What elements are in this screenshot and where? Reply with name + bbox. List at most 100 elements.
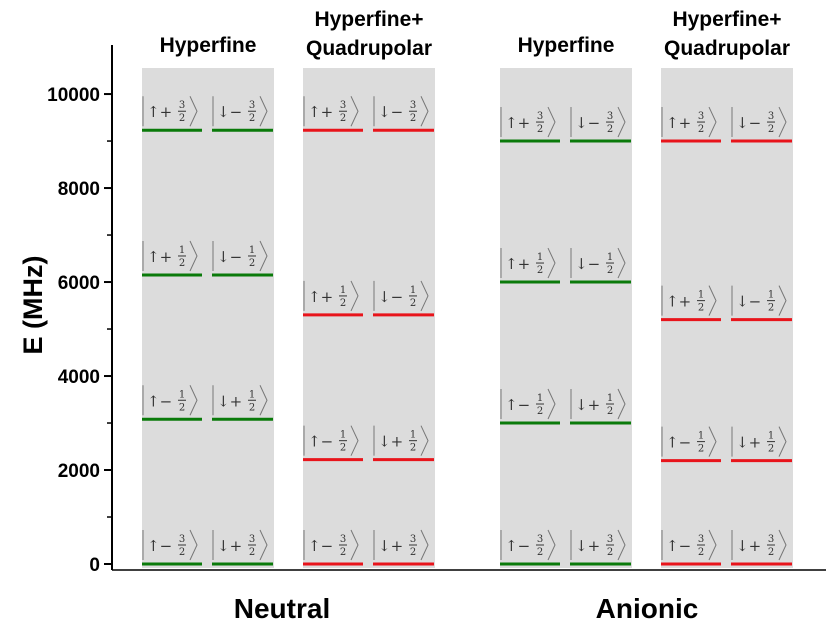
ket-denominator: 2: [249, 402, 255, 413]
ket-right-angle: [259, 529, 268, 561]
ket-denominator: 2: [607, 547, 613, 558]
y-tick-label: 6000: [58, 273, 100, 294]
ket-numerator: 1: [249, 245, 255, 256]
ket-numerator: 1: [410, 285, 416, 296]
column-title: Quadrupolar: [664, 37, 790, 60]
ket-denominator: 2: [768, 303, 774, 314]
ket-spin: ↑−: [308, 433, 333, 451]
ket-denominator: 2: [537, 265, 543, 276]
ket-denominator: 2: [249, 113, 255, 124]
ket-right-angle: [778, 106, 787, 138]
ket-right-angle: [259, 240, 268, 272]
ket-spin: ↓−: [575, 255, 600, 273]
ket-numerator: 1: [340, 285, 346, 296]
ket-denominator: 2: [410, 113, 416, 124]
ket-label: ↑+ 1 2: [303, 280, 359, 312]
ket-denominator: 2: [698, 444, 704, 455]
ket-label: ↑−32: [142, 529, 198, 561]
ket-right-angle: [617, 388, 626, 420]
ket-label: ↑+12: [661, 285, 717, 316]
ket-denominator: 2: [340, 298, 346, 309]
ket-label: ↑−12: [661, 426, 717, 457]
ket-numerator: 1: [179, 389, 185, 400]
ket-numerator: 1: [698, 290, 704, 301]
ket-label: ↓−12: [570, 247, 626, 279]
y-tick-label: 0: [89, 555, 100, 576]
ket-spin: ↓+: [736, 434, 761, 452]
ket-label: ↓+12: [373, 425, 429, 456]
ket-label: ↓−12: [373, 280, 429, 312]
ket-right-angle: [189, 240, 198, 272]
ket-denominator: 2: [340, 113, 346, 124]
ket-right-angle: [189, 385, 198, 416]
ket-denominator: 2: [410, 298, 416, 309]
ket-numerator: 1: [340, 430, 346, 441]
ket-denominator: 2: [537, 124, 543, 135]
ket-numerator: 3: [179, 100, 185, 111]
panels-layer: [142, 68, 793, 568]
ket-label: ↑+32: [661, 106, 717, 138]
ket-right-angle: [547, 106, 556, 138]
ket-numerator: 1: [768, 431, 774, 442]
ket-spin: ↓+: [378, 537, 403, 555]
ket-label: ↓−32: [570, 106, 626, 138]
ket-numerator: 3: [340, 100, 346, 111]
ket-label: ↓+32: [731, 529, 787, 561]
ket-spin: ↑+: [308, 288, 333, 306]
ket-denominator: 2: [607, 406, 613, 417]
ket-spin: ↓+: [217, 392, 242, 410]
ket-spin: ↓−: [378, 103, 403, 121]
ket-label: ↓−12: [731, 285, 787, 316]
ket-spin: ↓+: [575, 396, 600, 414]
ket-spin: ↑+: [147, 103, 172, 121]
ket-label: ↑+ 3 2: [142, 96, 198, 127]
ket-numerator: 3: [607, 534, 613, 545]
column-panel: [500, 68, 632, 568]
ket-right-angle: [708, 106, 717, 138]
ket-numerator: 3: [768, 111, 774, 122]
ket-numerator: 3: [410, 100, 416, 111]
ket-right-angle: [547, 529, 556, 561]
ket-spin: ↑−: [308, 537, 333, 555]
ket-spin: ↓−: [575, 114, 600, 132]
column-title: Hyperfine+: [314, 8, 423, 31]
ket-numerator: 1: [537, 252, 543, 263]
ket-spin: ↑+: [505, 114, 530, 132]
ket-numerator: 3: [698, 111, 704, 122]
ket-label: ↑−32: [500, 529, 556, 561]
ket-denominator: 2: [410, 547, 416, 558]
ket-denominator: 2: [768, 547, 774, 558]
column-panel: [661, 68, 793, 568]
group-label: Neutral: [234, 593, 330, 621]
ket-denominator: 2: [179, 113, 185, 124]
ket-numerator: 3: [249, 100, 255, 111]
ket-right-angle: [420, 280, 429, 312]
ket-right-angle: [350, 96, 359, 127]
ket-label: ↓+12: [570, 388, 626, 420]
ket-label: ↑−12: [142, 385, 198, 416]
ket-right-angle: [189, 96, 198, 127]
ket-denominator: 2: [698, 547, 704, 558]
ket-label: ↑+32: [500, 106, 556, 138]
ket-numerator: 3: [768, 534, 774, 545]
ket-right-angle: [708, 426, 717, 457]
ket-label: ↓+ 1 2: [212, 385, 268, 416]
ket-label: ↑+32: [303, 96, 359, 127]
ket-label: ↓+12: [731, 426, 787, 457]
ket-spin: ↑−: [505, 537, 530, 555]
ket-denominator: 2: [179, 547, 185, 558]
ket-denominator: 2: [249, 258, 255, 269]
ket-denominator: 2: [179, 402, 185, 413]
ket-right-angle: [420, 425, 429, 456]
ket-numerator: 1: [179, 245, 185, 256]
ket-denominator: 2: [537, 406, 543, 417]
ket-right-angle: [189, 529, 198, 561]
ket-label: ↓− 3 2: [373, 96, 429, 127]
ket-label: ↓−32: [731, 106, 787, 138]
ket-numerator: 1: [249, 389, 255, 400]
ket-right-angle: [259, 385, 268, 416]
ket-spin: ↑+: [666, 114, 691, 132]
ket-right-angle: [708, 285, 717, 316]
